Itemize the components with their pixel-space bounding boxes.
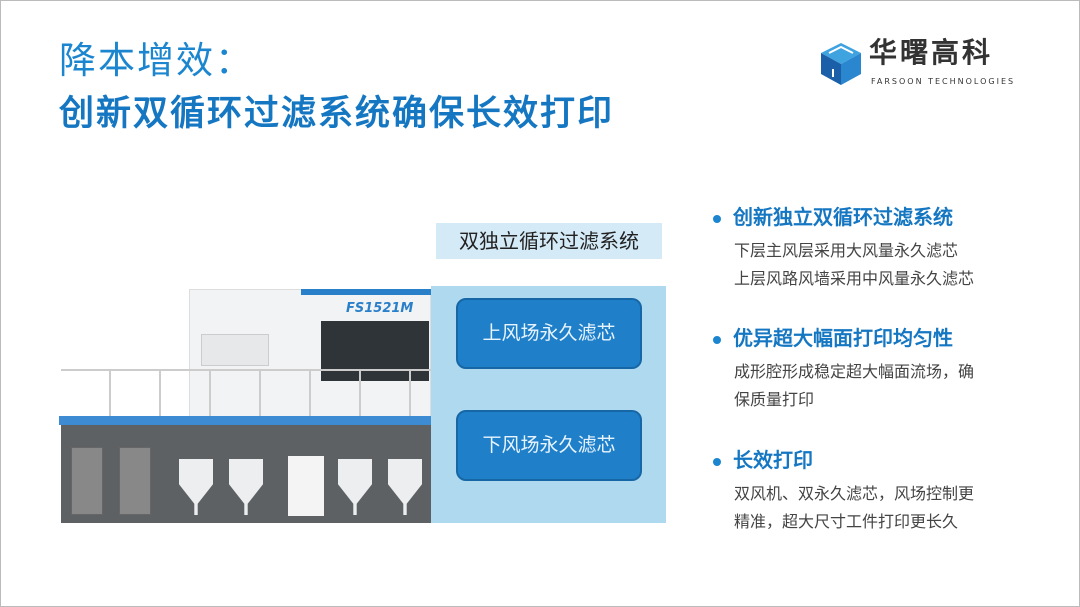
glovebox-window [201, 334, 269, 366]
point-description: 双风机、双永久滤芯，风场控制更精准，超大尺寸工件打印更长久 [734, 480, 1074, 536]
machine-model-label: FS1521M [346, 301, 414, 316]
cube-logo-icon [821, 43, 861, 85]
bullet-icon [713, 214, 721, 223]
system-label: 双独立循环过滤系统 [436, 223, 662, 259]
desc-line: 双风机、双永久滤芯，风场控制更 [734, 484, 975, 503]
platform-deck [59, 416, 431, 425]
point-heading-text: 优异超大幅面打印均匀性 [733, 326, 953, 350]
desc-line: 成形腔形成稳定超大幅面流场，确 [734, 362, 975, 381]
point-description: 成形腔形成稳定超大幅面流场，确保质量打印 [734, 358, 1074, 414]
bullet-icon [713, 335, 721, 344]
platform-railing [61, 369, 431, 419]
point-heading: 创新独立双循环过滤系统 [713, 204, 953, 230]
lower-filter-box: 下风场永久滤芯 [456, 410, 642, 481]
point-heading: 长效打印 [713, 447, 813, 473]
point-description: 下层主风层采用大风量永久滤芯上层风路风墙采用中风量永久滤芯 [734, 237, 1074, 293]
bullet-icon [713, 457, 721, 466]
point-heading-text: 创新独立双循环过滤系统 [733, 205, 953, 229]
slide-title-line2: 创新双循环过滤系统确保长效打印 [59, 94, 615, 134]
desc-line: 上层风路风墙采用中风量永久滤芯 [734, 269, 975, 288]
chiller-unit [288, 456, 324, 516]
sieving-unit [119, 447, 151, 515]
sieving-unit [71, 447, 103, 515]
machine-top-stripe [301, 289, 431, 295]
logo-cn-text: 华曙高科 [869, 36, 994, 69]
point-heading-text: 长效打印 [733, 448, 813, 472]
point-heading: 优异超大幅面打印均匀性 [713, 325, 953, 351]
upper-filter-box: 上风场永久滤芯 [456, 298, 642, 369]
logo-en-text: FARSOON TECHNOLOGIES [871, 77, 1016, 86]
desc-line: 保质量打印 [734, 390, 815, 409]
slide-title-line1: 降本增效： [59, 39, 254, 82]
desc-line: 下层主风层采用大风量永久滤芯 [734, 241, 959, 260]
company-logo: 华曙高科 FARSOON TECHNOLOGIES [821, 37, 1041, 97]
desc-line: 精准，超大尺寸工件打印更长久 [734, 512, 959, 531]
